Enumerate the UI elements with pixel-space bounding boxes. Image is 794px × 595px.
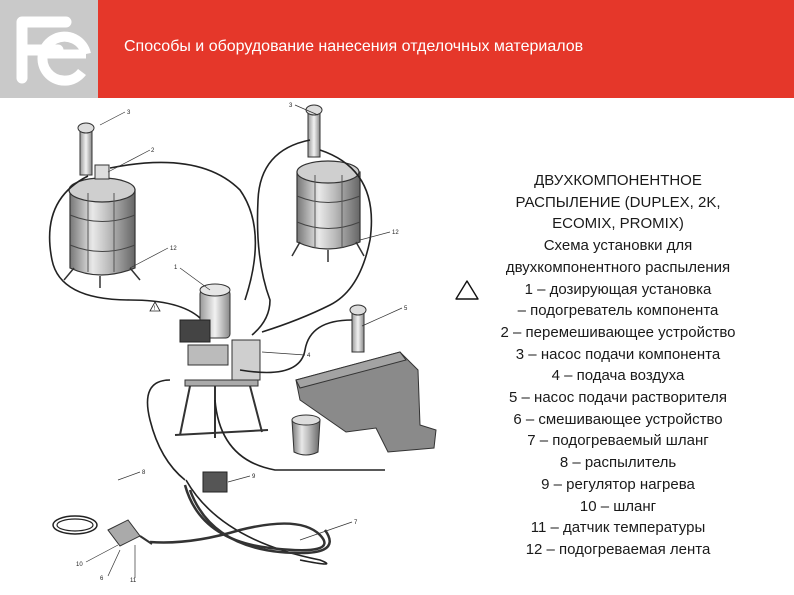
legend-item: 4 – подача воздуха	[448, 365, 788, 387]
legend-item: 3 – насос подачи компонента	[448, 344, 788, 366]
legend-item: 5 – насос подачи растворителя	[448, 387, 788, 409]
legend-item: – подогреватель компонента	[448, 300, 788, 322]
legend-item: 8 – распылитель	[448, 452, 788, 474]
legend-subheading-line: Схема установки для	[448, 235, 788, 257]
callout-3-left: 3	[127, 110, 131, 116]
legend-heading-line: ECOMIX, PROMIX)	[448, 213, 788, 235]
legend-heading-line: РАСПЫЛЕНИЕ (DUPLEX, 2K,	[448, 192, 788, 214]
legend-item: 9 – регулятор нагрева	[448, 474, 788, 496]
drum-left	[64, 123, 140, 288]
legend: ДВУХКОМПОНЕНТНОЕ РАСПЫЛЕНИЕ (DUPLEX, 2K,…	[448, 170, 788, 561]
diagram-warning-icon: !	[150, 302, 160, 312]
callout-8: 8	[142, 470, 146, 476]
callout-11: 11	[130, 578, 137, 584]
callout-5: 5	[404, 306, 408, 312]
legend-item: 1 – дозирующая установка	[448, 279, 788, 301]
callout-9: 9	[252, 474, 256, 480]
callout-6: 6	[100, 576, 104, 582]
legend-subheading-line: двухкомпонентного распыления	[448, 257, 788, 279]
callout-3-right: 3	[289, 103, 293, 109]
callout-10: 10	[76, 562, 83, 568]
drum-right	[292, 105, 364, 262]
legend-item: 12 – подогреваемая лента	[448, 539, 788, 561]
solvent-pump	[350, 305, 366, 352]
legend-item: 10 – шланг	[448, 496, 788, 518]
legend-item: 2 – перемешивающее устройство	[448, 322, 788, 344]
callout-12-right: 12	[392, 230, 399, 236]
legend-heading-line: ДВУХКОМПОНЕНТНОЕ	[448, 170, 788, 192]
logo-icon	[0, 0, 98, 98]
logo	[0, 0, 98, 98]
callout-2: 2	[151, 148, 155, 154]
heated-hose	[150, 485, 330, 553]
spray-gun	[53, 516, 152, 546]
callout-4: 4	[307, 353, 311, 359]
legend-item: 6 – смешивающее устройство	[448, 409, 788, 431]
callout-1: 1	[174, 265, 178, 271]
equipment-diagram: 3 2 3 12 12 1 5 4 8 9 7 10 6 11 !	[0, 98, 460, 595]
legend-item: 11 – датчик температуры	[448, 517, 788, 539]
legend-item: 7 – подогреваемый шланг	[448, 430, 788, 452]
bucket	[292, 415, 320, 455]
callout-7: 7	[354, 520, 358, 526]
metering-unit	[175, 284, 268, 438]
callout-12-left: 12	[170, 246, 177, 252]
page-title: Способы и оборудование нанесения отделоч…	[124, 38, 583, 56]
heat-regulator	[203, 472, 227, 492]
header-banner: Способы и оборудование нанесения отделоч…	[0, 0, 794, 98]
